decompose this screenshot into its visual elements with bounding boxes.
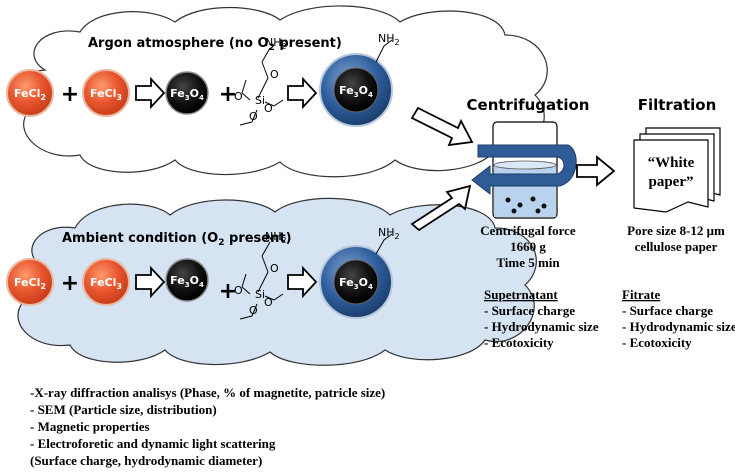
centrifuge-tube-icon [492, 121, 558, 219]
centrifugation-time: Time 5 min [496, 255, 560, 270]
o-label: O [234, 284, 243, 297]
fecl2-ball-top [6, 69, 54, 117]
si-label: Si [255, 288, 265, 301]
centrifugation-title: Centrifugation [467, 96, 590, 114]
reaction-arrow-icon [287, 265, 318, 299]
o-label: O [270, 68, 279, 81]
aptes-molecule-bottom [239, 241, 284, 320]
fe3o4-label-bottom: Fe3O4 [170, 274, 204, 289]
characterization-item: -X-ray diffraction analisys (Phase, % of… [30, 385, 386, 400]
filtrate-item: - Ecotoxicity [622, 335, 692, 350]
o-label: O [270, 262, 279, 275]
supernatant-item: - Ecotoxicity [484, 335, 554, 350]
fecl3-label-top: FeCl3 [90, 87, 122, 102]
fe3o4-ball-bottom [165, 258, 209, 302]
cellulose-paper-label: cellulose paper [635, 239, 718, 254]
reaction-arrow-icon [135, 265, 166, 299]
bottom-cloud [12, 197, 537, 366]
characterization-item: - Magnetic properties [30, 419, 150, 434]
plus-sign: + [61, 271, 79, 296]
plus-sign: + [61, 82, 79, 107]
fe3o4-ball-top [165, 71, 209, 115]
characterization-list: -X-ray diffraction analisys (Phase, % of… [30, 384, 385, 469]
pore-size-label: Pore size 8-12 μm [627, 223, 725, 238]
nh2-label: NH2 [378, 32, 400, 47]
fecl2-label-bottom: FeCl2 [14, 276, 46, 291]
fe3o4-core-bottom [333, 259, 379, 305]
nh2-label: NH2 [265, 36, 287, 51]
filtrate-item: - Surface charge [622, 303, 713, 318]
o-label: O [249, 304, 258, 317]
right-arrow-icon [576, 155, 616, 187]
fecl3-ball-bottom [82, 258, 130, 306]
aptes-molecule-top [239, 47, 284, 126]
plus-sign: + [219, 279, 237, 304]
plus-sign: + [219, 82, 237, 107]
fecl3-ball-top [82, 69, 130, 117]
reaction-arrow-icon [287, 76, 318, 110]
characterization-item: (Surface charge, hydrodynamic diameter) [30, 453, 263, 468]
filtration-title: Filtration [638, 96, 717, 114]
coated-core-label-top: Fe3O4 [339, 84, 373, 99]
nh2-label: NH2 [265, 230, 287, 245]
amine-chain-top [375, 39, 393, 63]
white-paper-label: “White [648, 155, 695, 171]
reaction-arrow-icon [135, 76, 166, 110]
supernatant-heading: Supetrnatant [484, 287, 558, 302]
rotation-arrow-icon [471, 144, 577, 196]
white-paper-label: paper” [649, 174, 694, 190]
supernatant-item: - Hydrodynamic size [484, 319, 599, 334]
filtrate-item: - Hydrodynamic size [622, 319, 735, 334]
o-label: O [264, 102, 273, 115]
fecl3-label-bottom: FeCl3 [90, 276, 122, 291]
o-label: O [234, 90, 243, 103]
nh2-label: NH2 [378, 226, 400, 241]
fecl2-ball-bottom [6, 258, 54, 306]
o-label: O [249, 110, 258, 123]
bottom-reaction-row: FeCl2 + FeCl3 Fe3O4 + Si O O O O NH2 Fe3… [6, 226, 400, 320]
white-paper-stack-icon [633, 127, 721, 213]
centrifugal-force-value: 1660 g [510, 239, 546, 254]
bottom-cloud-title: Ambient condition (O2 present) [62, 231, 292, 248]
centrifugal-force-label: Centrifugal force [480, 223, 576, 238]
amine-chain-bottom [375, 233, 393, 255]
fe3o4-label-top: Fe3O4 [170, 87, 204, 102]
down-right-arrow-icon [410, 106, 474, 147]
top-cloud-title: Argon atmosphere (no O2 present) [88, 36, 342, 53]
characterization-item: - Electroforetic and dynamic light scatt… [30, 436, 276, 451]
fecl2-label-top: FeCl2 [14, 87, 46, 102]
fe3o4-core-top [333, 67, 379, 113]
coated-core-label-bottom: Fe3O4 [339, 276, 373, 291]
top-reaction-row: FeCl2 + FeCl3 Fe3O4 + Si O O O O NH2 Fe3 [6, 32, 400, 127]
si-label: Si [255, 94, 265, 107]
o-label: O [264, 296, 273, 309]
filtrate-heading: Fitrate [622, 287, 660, 302]
supernatant-item: - Surface charge [484, 303, 575, 318]
up-right-arrow-icon [410, 184, 472, 232]
characterization-item: - SEM (Particle size, distribution) [30, 402, 217, 417]
